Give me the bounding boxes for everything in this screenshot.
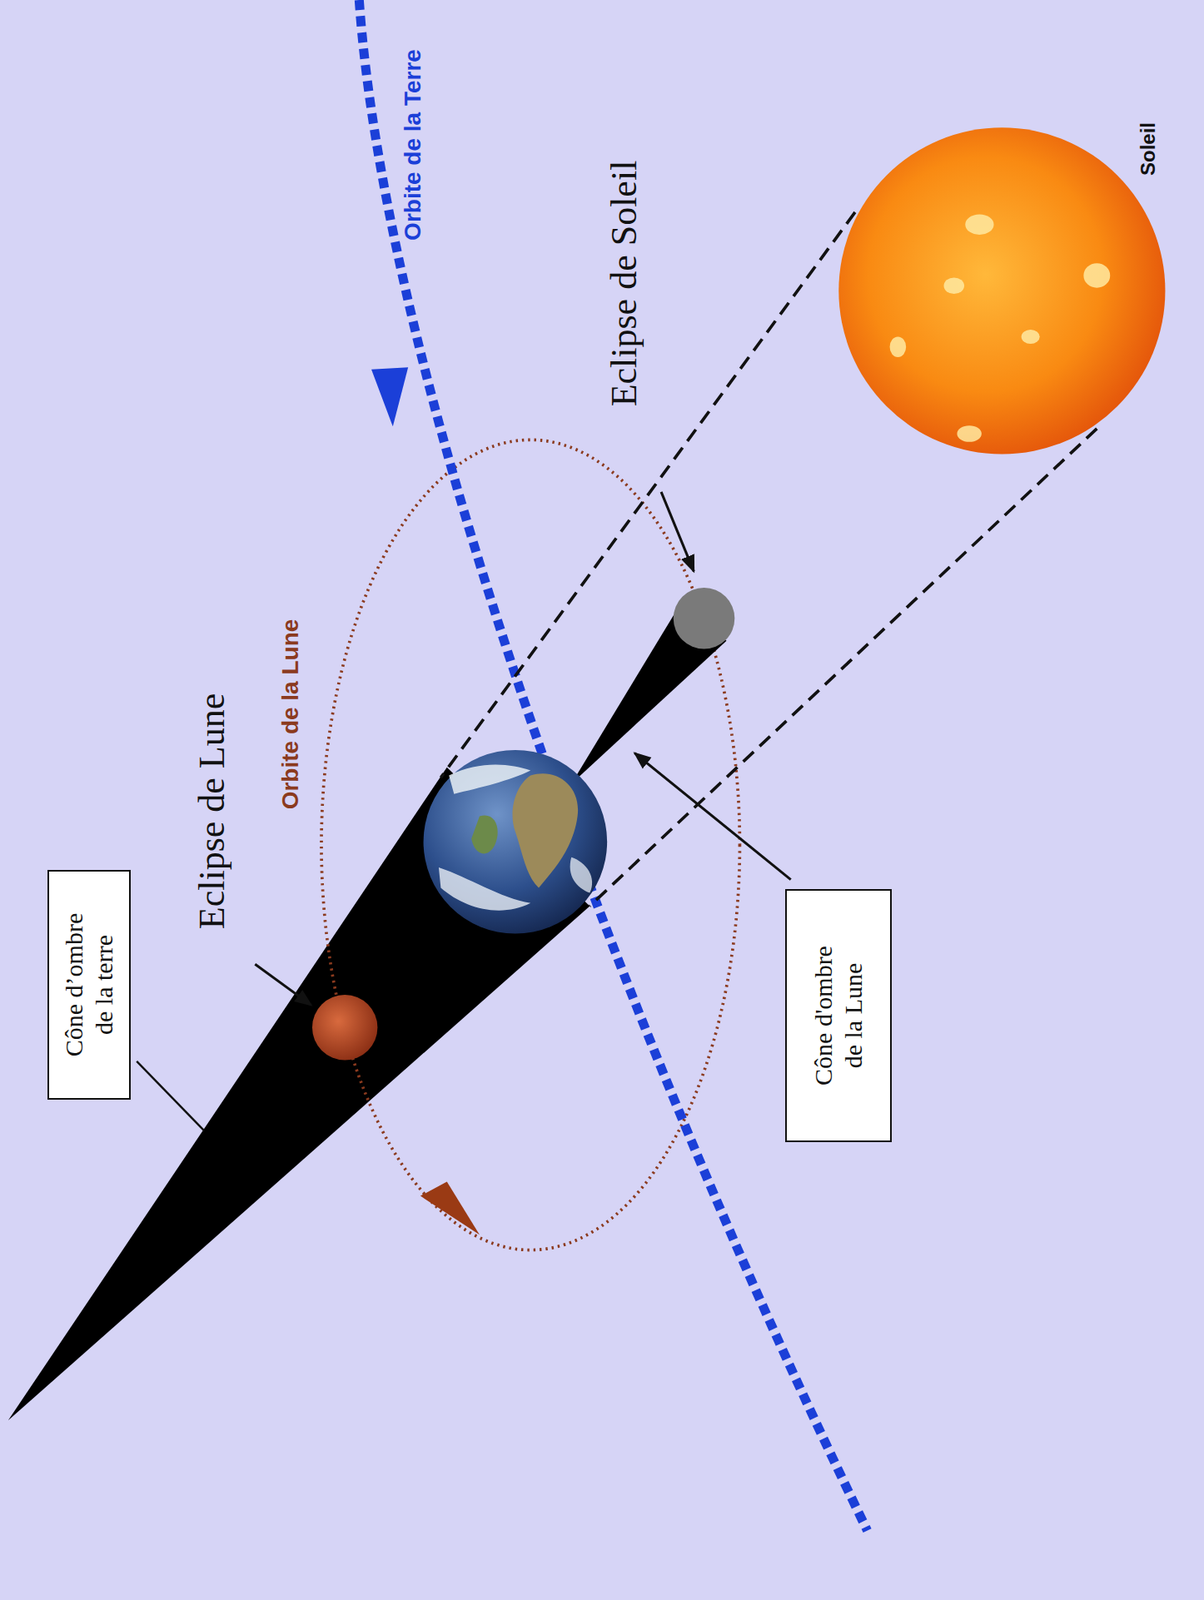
orbit-label: Orbite de la Lune [277, 619, 304, 811]
body-label: Soleil [1136, 122, 1160, 176]
orbit-label: Orbite de la Terre [399, 49, 427, 241]
label-box: Cône d’ombre de la terre [47, 870, 131, 1100]
eclipse-label: Eclipse de Soleil [602, 160, 646, 408]
moon-solar-eclipse [673, 587, 736, 650]
earth-orbit [358, 0, 867, 1532]
box-text: Cône d’ombre de la terre [59, 901, 120, 1069]
sun-spots [890, 213, 1111, 442]
moon-orbit-arrowhead [420, 1181, 480, 1235]
eclipse-label: Eclipse de Lune [190, 693, 234, 930]
leader-arrow [634, 753, 791, 881]
leader-arrow [661, 492, 694, 573]
earth-orbit-arrowhead [371, 367, 408, 427]
moon-lunar-eclipse [312, 995, 378, 1060]
moon-orbit [321, 439, 740, 1250]
leader-arrow [254, 964, 311, 1005]
earth [423, 750, 608, 935]
leader-line [136, 1061, 204, 1131]
sun [838, 127, 1165, 454]
earth-land [438, 764, 593, 911]
label-box: Cône d'ombre de la Lune [785, 889, 892, 1143]
box-text: Cône d'ombre de la Lune [808, 932, 869, 1100]
